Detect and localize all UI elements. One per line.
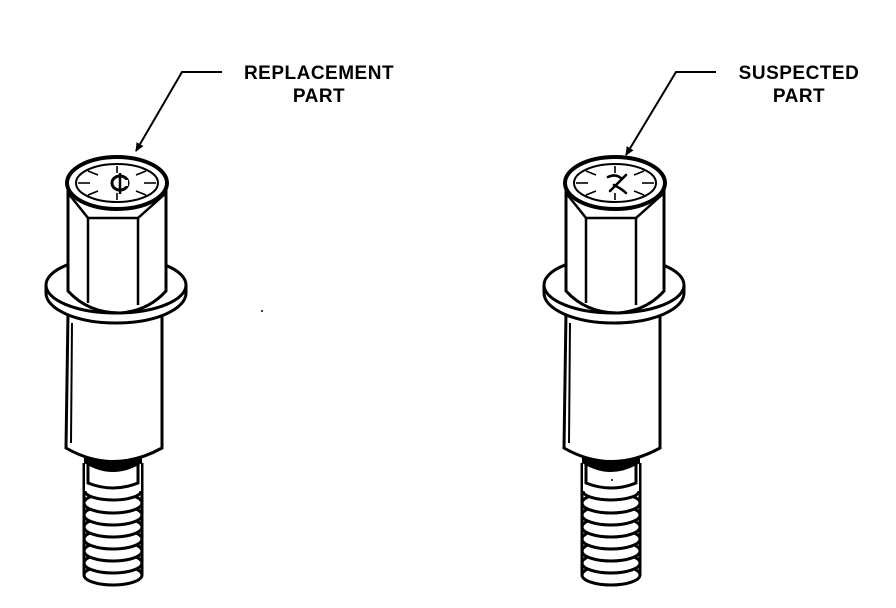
suspected-part-label: SUSPECTED PART <box>718 62 880 108</box>
replacement-bolt <box>44 155 188 587</box>
suspected-bolt <box>542 155 686 587</box>
alpha-mark-icon <box>606 173 628 195</box>
cent-sign-mark-icon <box>110 173 130 194</box>
suspected-label-line2: PART <box>772 86 826 107</box>
stray-dot <box>261 310 263 312</box>
replacement-part-label: REPLACEMENT PART <box>224 62 414 108</box>
replacement-label-line2: PART <box>292 86 346 107</box>
replacement-label-line1: REPLACEMENT <box>243 63 395 84</box>
suspected-leader-arrow <box>625 71 716 156</box>
replacement-leader-arrow <box>135 71 222 152</box>
suspected-label-line1: SUSPECTED <box>738 63 860 84</box>
stray-dot <box>611 479 613 481</box>
